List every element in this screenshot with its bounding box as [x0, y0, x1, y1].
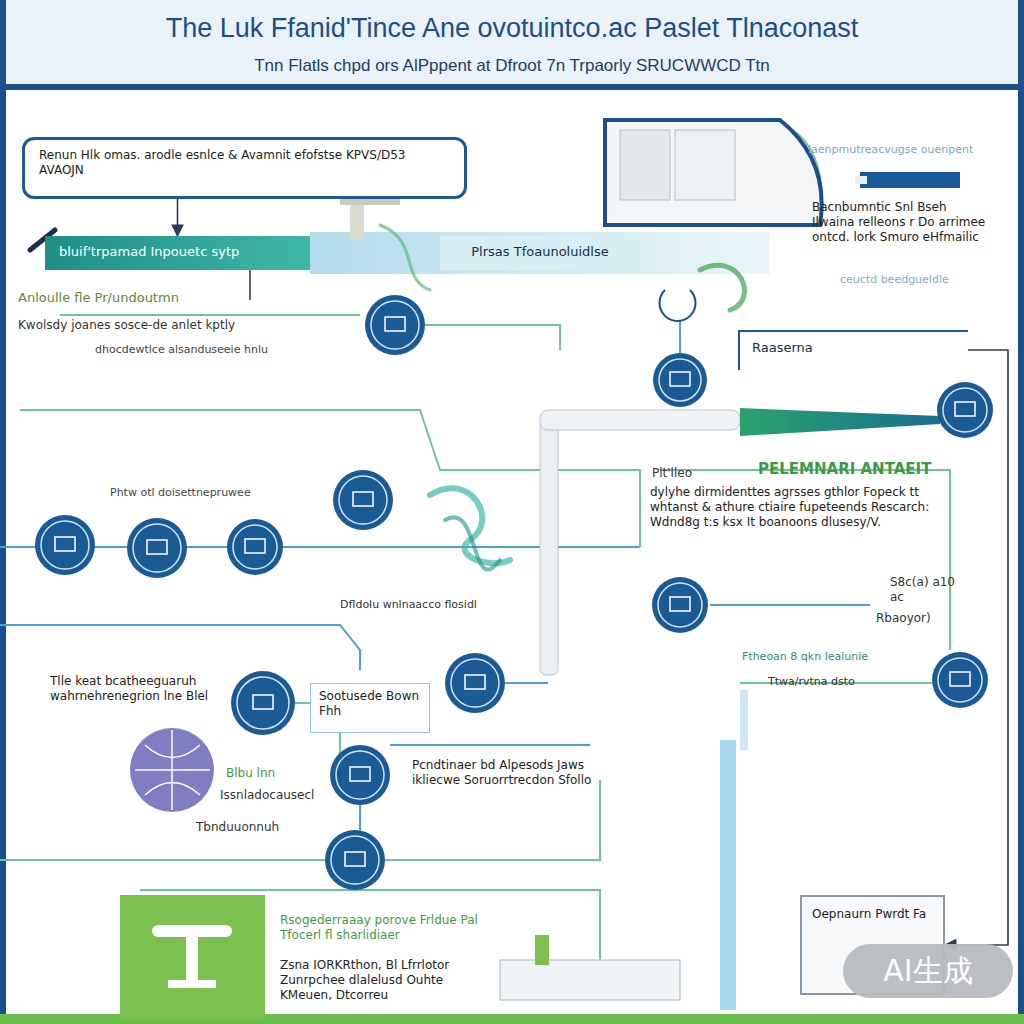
label: Rsogederraaay porove Frldue Pal Tfocerl … — [280, 913, 495, 943]
node-text: bluif'trpamad Inpouetc sytp — [59, 244, 296, 260]
node-text: Oepnaurn Pwrdt Fa — [812, 907, 933, 922]
label: Blbu lnn — [226, 766, 306, 781]
label: PELEMNARI ANTAEIT — [758, 460, 958, 479]
label: Anloulle fle Pr/undoutmn — [18, 290, 318, 306]
icon-circle — [932, 652, 988, 708]
label: S8c(a) a10 ac — [890, 575, 960, 605]
connector — [945, 350, 1008, 945]
teal-band: bluif'trpamad Inpouetc sytp — [45, 236, 310, 270]
header-rule — [0, 84, 1024, 90]
frame-edge — [0, 0, 6, 1024]
label: Ftheoan 8 qkn leaiunie — [742, 650, 892, 664]
label: Kwolsdy joanes sosce-de anlet kptly — [18, 318, 348, 333]
icon-circle — [227, 519, 283, 575]
title: The Luk Ffanid'Tince Ane ovotuintco.ac P… — [10, 12, 1014, 46]
label: Tlle keat bcatheeguaruh wahrnehrenegrion… — [50, 674, 210, 704]
globe-icon — [130, 728, 214, 812]
icon-circle — [35, 515, 95, 575]
icon-circle — [325, 830, 385, 890]
label: Pcndtinaer bd Alpesods Jaws ikliecwe Sor… — [412, 758, 592, 788]
frame-edge — [1018, 0, 1024, 1024]
bracket-box: Raaserna — [738, 330, 968, 370]
label: dhocdewtlce alsanduseeie hnlu — [95, 343, 355, 357]
icon-circle — [445, 653, 505, 713]
icon-circle — [231, 671, 295, 735]
icon-circle — [127, 518, 187, 578]
connector — [177, 199, 179, 236]
node-text: Renun Hlk omas. arodle esnlce & Avamnit … — [39, 148, 450, 178]
light-band: Plrsas Tfoaunoluidlse — [440, 236, 640, 270]
label: Ttwa/rvtna dsto — [768, 675, 888, 689]
label: Rbaoyor) — [876, 611, 966, 626]
node-text: Plrsas Tfoaunoluidlse — [450, 244, 630, 260]
node-text: Raaserna — [752, 340, 956, 356]
label: Tbnduuonnuh — [196, 820, 316, 835]
icon-circle — [333, 470, 393, 530]
icon-circle — [330, 745, 390, 805]
pump — [500, 935, 680, 1000]
icon-circles — [35, 295, 993, 890]
text-box: Renun Hlk omas. arodle esnlce & Avamnit … — [22, 137, 467, 199]
label: Dfldolu wnlnaacco flosidl — [340, 598, 490, 612]
label: Plt'lleo — [652, 466, 732, 481]
watermark: AI生成 — [843, 944, 1013, 998]
header-band — [0, 0, 1024, 88]
label: laenpmutreacvugse ouenpent — [808, 143, 1008, 157]
icon-circle — [365, 295, 425, 355]
icon-circle — [653, 353, 707, 407]
stand-panel — [120, 895, 265, 1020]
label: Phtw otl doisettnepruwee — [110, 486, 330, 500]
label: dylyhe dirmidenttes agrsses gthlor Fopec… — [650, 485, 950, 530]
label: Issnladocausecl — [220, 788, 330, 803]
pipe — [340, 185, 940, 1010]
icon-circle — [937, 382, 993, 438]
subtitle: Tnn Flatls chpd ors AlPppent at Dfroot 7… — [10, 55, 1014, 76]
label: ceuctd beedgueldle — [840, 273, 1010, 287]
icon-circle — [652, 577, 708, 633]
label: Bacnbumntic Snl Bseh Ilwaina relleons r … — [812, 200, 990, 245]
node-text: Sootusede Bown Fhh — [319, 689, 421, 719]
label: Zsna IORKRthon, Bl Lfrrlotor Zunrpchee d… — [280, 958, 480, 1003]
splash — [30, 225, 744, 570]
small-box: Sootusede Bown Fhh — [310, 683, 430, 733]
wires — [0, 122, 950, 1000]
